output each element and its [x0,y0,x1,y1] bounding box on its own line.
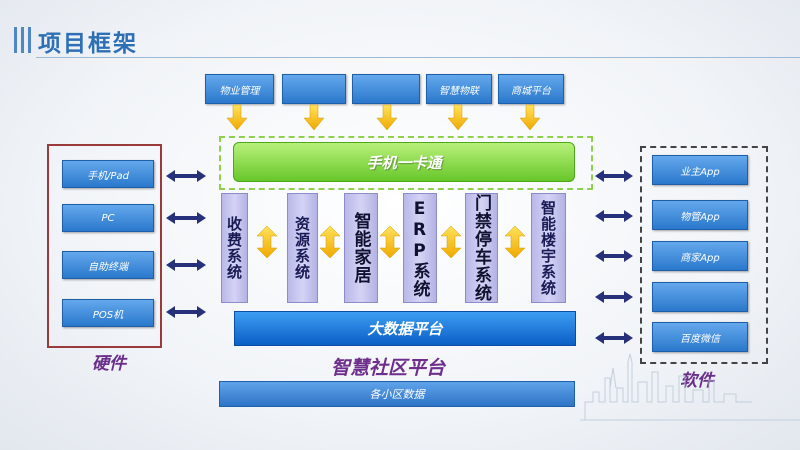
hardware-item-kiosk: 自助终端 [62,251,154,279]
mobile-one-card-bar: 手机一卡通 [233,142,575,182]
big-data-platform: 大数据平台 [234,311,576,346]
city-skyline [580,353,800,421]
sw-arrow-2 [595,210,633,222]
hw-arrow-4 [166,306,206,318]
system-erp: ERP系统 [403,193,437,303]
community-data-bar: 各小区数据 [219,381,575,407]
top-module-5: 商城平台 [498,74,564,104]
hw-arrow-3 [166,259,206,271]
title-decoration-icon [14,27,32,53]
sw-arrow-3 [595,250,633,262]
software-item-blank [652,282,748,312]
platform-title: 智慧社区平台 [331,357,446,379]
hw-arrow-1 [166,170,206,182]
down-arrow-5 [519,104,541,131]
system-resources: 资源系统 [287,193,318,303]
sw-arrow-5 [595,332,633,344]
top-module-1: 物业管理 [205,74,274,104]
system-access-parking: 门禁停车系统 [465,193,498,303]
updown-arrow-2 [319,225,341,259]
mobile-card-frame [219,136,593,190]
down-arrow-2 [303,104,325,131]
hardware-frame [47,144,162,348]
down-arrow-4 [447,104,469,131]
sw-arrow-1 [595,170,633,182]
software-item-owner-app: 业主App [652,155,748,185]
software-frame [640,146,768,364]
down-arrow-1 [226,104,248,131]
software-item-baidu-wechat: 百度微信 [652,322,748,352]
top-module-2 [282,74,346,104]
title-underline [36,57,800,58]
updown-arrow-4 [440,225,462,259]
software-item-merchant-app: 商家App [652,241,748,271]
sw-arrow-4 [595,291,633,303]
hardware-item-phone-pad: 手机/Pad [62,160,154,188]
page-title: 项目框架 [38,31,138,57]
hardware-item-pc: PC [62,204,154,232]
system-smart-building: 智能楼宇系统 [531,193,566,303]
updown-arrow-1 [256,225,278,259]
top-module-4: 智慧物联 [426,74,492,104]
updown-arrow-3 [379,225,401,259]
system-billing: 收费系统 [221,193,248,303]
hardware-item-pos: POS机 [62,299,154,327]
software-label: 软件 [680,371,714,391]
software-item-property-app: 物管App [652,200,748,230]
down-arrow-3 [376,104,398,131]
top-module-3 [352,74,420,104]
hardware-label: 硬件 [92,354,126,374]
updown-arrow-5 [504,225,526,259]
hw-arrow-2 [166,212,206,224]
system-smart-home: 智能家居 [344,193,378,303]
